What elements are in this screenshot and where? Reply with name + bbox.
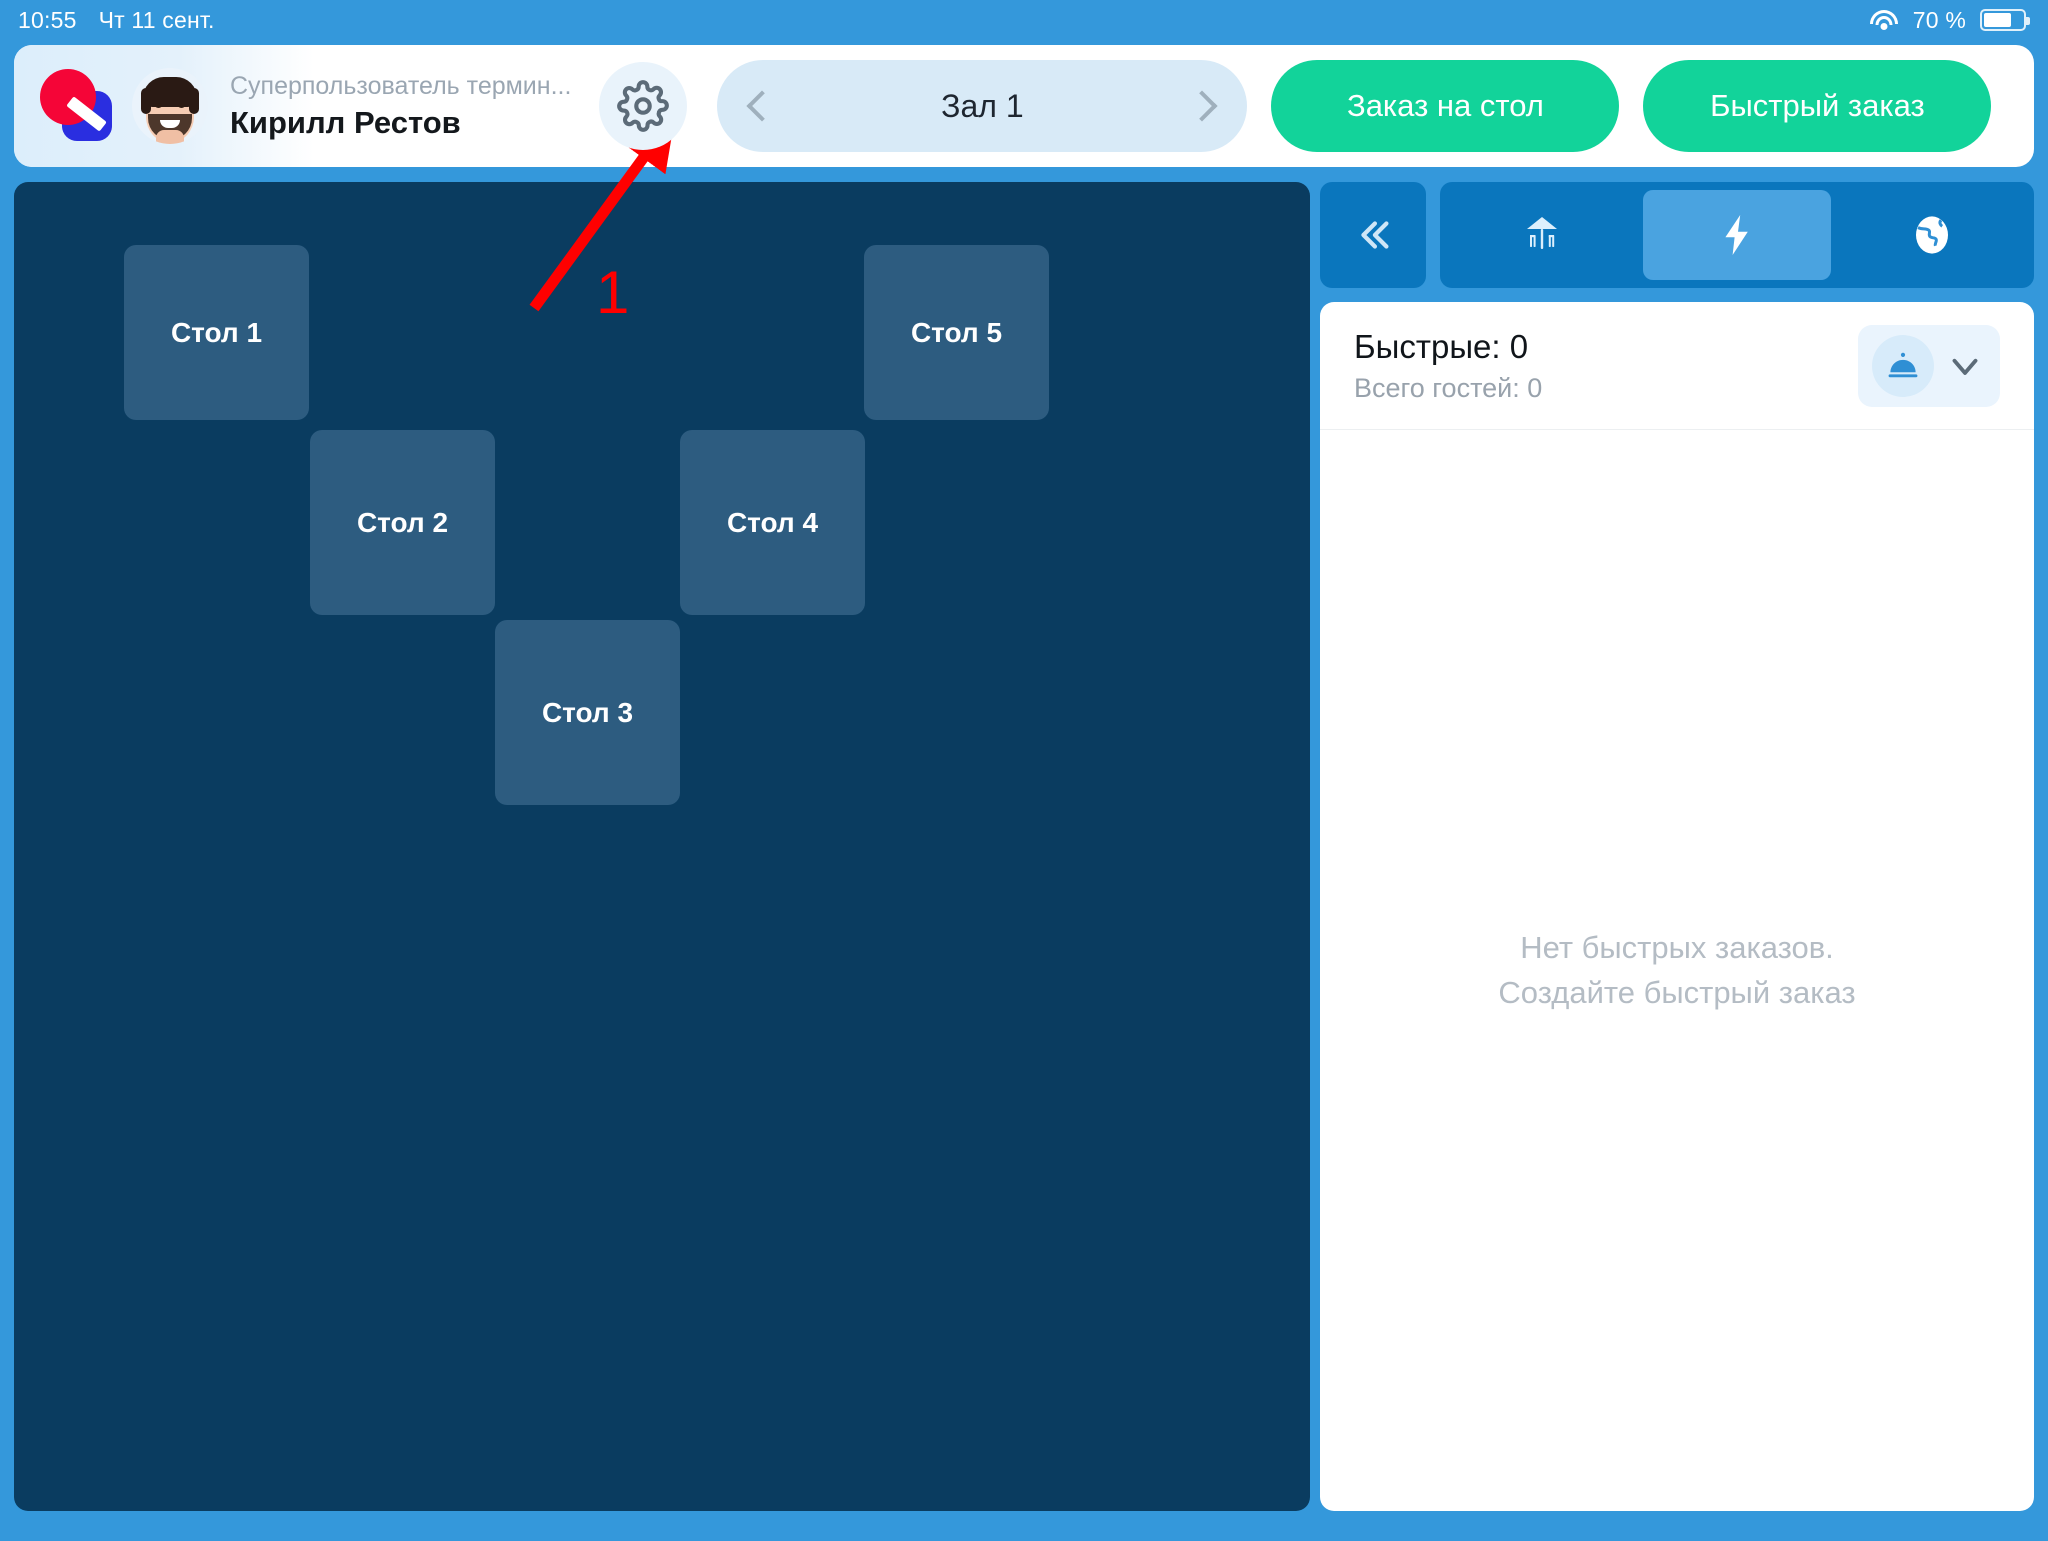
user-name: Кирилл Рестов [230,104,461,140]
quick-orders-actions[interactable] [1858,324,2000,407]
user-info: Суперпользователь термин... Кирилл Ресто… [230,72,571,141]
chevron-right-icon[interactable] [1186,90,1218,122]
status-bar-left: 10:55 Чт 11 сент. [0,7,215,34]
avatar [132,68,208,144]
quick-orders-empty-state: Нет быстрых заказов. Создайте быстрый за… [1320,430,2034,1511]
quick-orders-header: Быстрые: 0 Всего гостей: 0 [1320,302,2034,430]
table-label: Стол 5 [910,316,1003,348]
table-label: Стол 3 [541,696,634,728]
right-column: Быстрые: 0 Всего гостей: 0 Нет быстрых [1320,182,2034,1511]
quick-orders-panel: Быстрые: 0 Всего гостей: 0 Нет быстрых [1320,302,2034,1511]
lightning-bolt-icon [1725,215,1748,255]
empty-message: Нет быстрых заказов. Создайте быстрый за… [1498,926,1855,1016]
table-card[interactable]: Стол 3 [495,620,680,805]
quick-order-button[interactable]: Быстрый заказ [1643,60,1992,152]
status-bar-right: 70 % [1869,7,2048,34]
battery-percent: 70 % [1912,6,1966,33]
gear-icon [617,80,670,132]
table-card[interactable]: Стол 4 [680,430,865,615]
app-logo [40,69,114,143]
right-toolbar [1320,182,2034,288]
cloche-icon [1888,352,1918,377]
status-bar: 10:55 Чт 11 сент. 70 % [0,0,2048,40]
floor-plan[interactable]: Стол 1 Стол 2 Стол 3 Стол 4 Стол 5 [14,182,1310,1511]
table-card[interactable]: Стол 1 [124,245,309,420]
order-to-table-button[interactable]: Заказ на стол [1271,60,1620,152]
quick-orders-titles: Быстрые: 0 Всего гостей: 0 [1354,326,1542,406]
table-card[interactable]: Стол 5 [864,245,1049,420]
wifi-icon [1869,9,1899,31]
chevron-down-icon[interactable] [1944,345,1986,387]
table-label: Стол 2 [356,506,449,538]
app-header: Суперпользователь термин... Кирилл Ресто… [14,45,2034,167]
table-card[interactable]: Стол 2 [310,430,495,615]
empty-message-line2: Создайте быстрый заказ [1498,974,1856,1010]
table-label: Стол 4 [726,506,819,538]
tab-delivery[interactable] [1837,190,2026,280]
tab-quick-orders[interactable] [1642,190,1832,280]
collapse-panel-button[interactable] [1320,182,1426,288]
total-guests: Всего гостей: 0 [1354,372,1543,403]
battery-icon [1980,9,2030,31]
hall-name: Зал 1 [941,87,1024,124]
status-date: Чт 11 сент. [98,6,215,33]
settings-button[interactable] [599,62,688,150]
tab-halls[interactable] [1448,190,1637,280]
user-role: Суперпользователь термин... [230,71,572,100]
chevron-left-icon[interactable] [746,90,778,122]
tables-umbrella-icon [1527,217,1558,249]
right-tab-group [1440,182,2034,288]
empty-message-line1: Нет быстрых заказов. [1520,929,1834,965]
double-chevron-left-icon [1361,221,1389,249]
quick-orders-count: Быстрые: 0 [1354,327,1529,365]
serve-button[interactable] [1872,334,1934,397]
status-time: 10:55 [18,6,77,33]
hall-switcher[interactable]: Зал 1 [717,60,1248,152]
table-label: Стол 1 [170,316,263,348]
globe-icon [1915,216,1948,254]
